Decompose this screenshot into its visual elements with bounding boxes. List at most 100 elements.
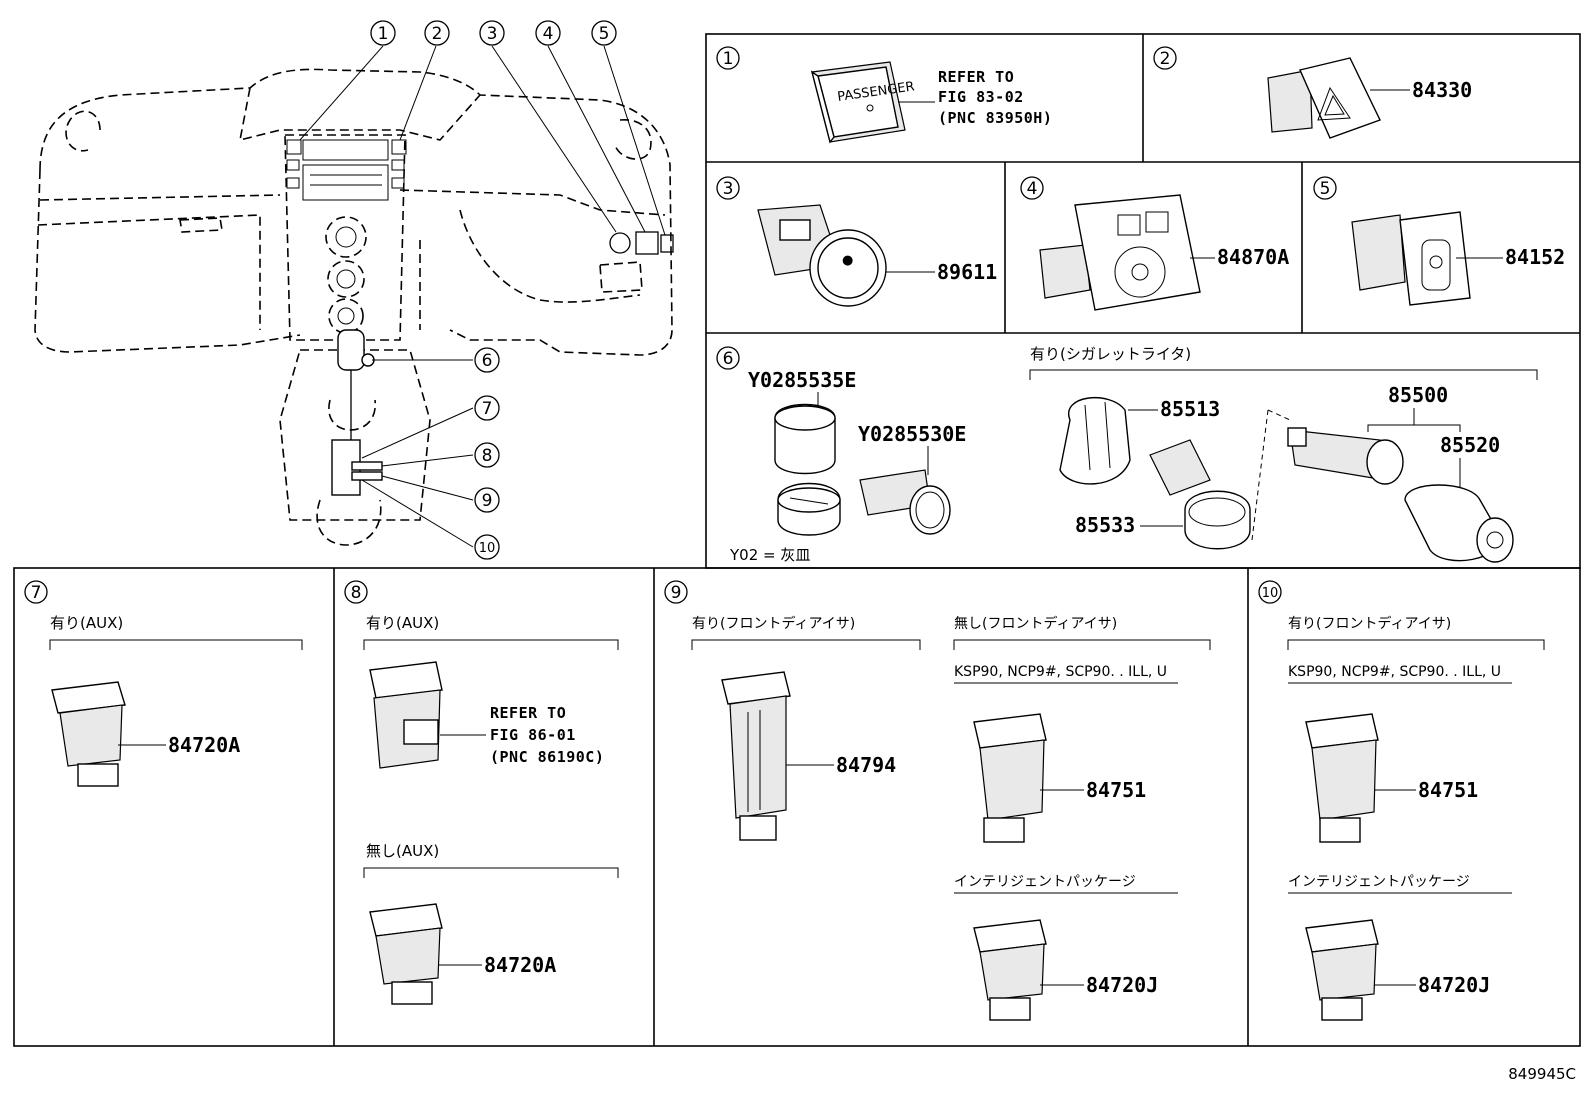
svg-text:5: 5 [599,24,610,44]
panel-9: 9 有り(フロントディアイサ) 84794 無し(フロントディアイサ) KSP9… [664,580,1211,1021]
svg-text:6: 6 [723,349,734,369]
panel-1: 1 PASSENGER REFER TO FIG 83-02 (PNC 8395… [716,46,1052,144]
svg-text:有り(AUX): 有り(AUX) [366,614,439,632]
panel-3: 3 ● 89611 [716,176,997,307]
lighter-holder-icon [1059,397,1131,485]
lighter-sleeve-icon [1149,439,1251,550]
callout-4: 4 [535,20,561,46]
intelligent-package-switch-icon-2 [1305,919,1379,1021]
svg-text:REFER TO: REFER TO [490,704,566,722]
deicer-blank-switch-icon-2 [1305,713,1379,843]
callout-9: 9 [474,487,500,513]
svg-text:Y0285535E: Y0285535E [748,368,856,392]
svg-text:2: 2 [1160,49,1171,69]
socket-icon [859,469,951,535]
svg-text:FIG 83-02: FIG 83-02 [938,88,1024,106]
intelligent-package-switch-icon [973,919,1047,1021]
deicer-blank-switch-icon [973,713,1047,843]
svg-text:10: 10 [479,541,496,556]
svg-text:Y0285530E: Y0285530E [858,422,966,446]
svg-text:3: 3 [723,179,734,199]
start-button-icon: ● [757,204,887,307]
ashtray-icon [774,403,841,536]
svg-text:FIG 86-01: FIG 86-01 [490,726,576,744]
panel-10: 10 有り(フロントディアイサ) KSP90, NCP9#, SCP90. . … [1258,580,1545,1021]
blank-switch-icon [369,903,443,1005]
svg-text:●: ● [842,253,853,268]
callout-1: 1 [370,20,396,46]
svg-text:1: 1 [723,49,734,69]
svg-text:有り(シガレットライタ): 有り(シガレットライタ) [1030,345,1191,363]
svg-text:85520: 85520 [1440,433,1500,457]
svg-text:インテリジェントパッケージ: インテリジェントパッケージ [1288,874,1470,890]
svg-text:有り(AUX): 有り(AUX) [50,614,123,632]
overview-leaders [299,45,666,548]
overview-callouts: 1 2 3 4 5 6 7 8 9 10 [370,20,617,560]
svg-text:Y02 = 灰皿: Y02 = 灰皿 [729,546,810,564]
panel-2: 2 84330 [1153,46,1472,139]
svg-text:84720J: 84720J [1086,973,1158,997]
panel-frames [13,33,1581,1047]
headlight-leveling-switch-icon [1351,211,1471,306]
callout-2: 2 [424,20,450,46]
svg-text:5: 5 [1320,179,1331,199]
svg-text:84720J: 84720J [1418,973,1490,997]
callout-7: 7 [474,395,500,421]
svg-text:84870A: 84870A [1217,245,1289,269]
svg-text:9: 9 [671,583,682,603]
callout-8: 8 [474,442,500,468]
svg-text:2: 2 [432,24,443,44]
dashboard-overview [34,68,674,546]
hazard-switch-icon [1267,57,1381,139]
lighter-plug-icon [1404,484,1514,563]
svg-text:85500: 85500 [1388,383,1448,407]
svg-text:84794: 84794 [836,753,896,777]
svg-text:85533: 85533 [1075,513,1135,537]
svg-text:無し(AUX): 無し(AUX) [366,842,439,860]
svg-text:84751: 84751 [1418,778,1478,802]
svg-text:8: 8 [351,583,362,603]
svg-text:8: 8 [482,446,493,466]
svg-text:84720A: 84720A [168,733,240,757]
svg-text:4: 4 [543,24,554,44]
figure-code: 849945C [1508,1065,1576,1083]
svg-text:9: 9 [482,491,493,511]
svg-text:7: 7 [31,583,42,603]
callout-3: 3 [479,20,505,46]
svg-text:6: 6 [482,351,493,371]
svg-text:3: 3 [487,24,498,44]
svg-text:89611: 89611 [937,260,997,284]
svg-text:1: 1 [378,24,389,44]
svg-text:7: 7 [482,399,493,419]
svg-text:84152: 84152 [1505,245,1565,269]
aux-switch-icon [51,681,126,787]
svg-text:(PNC 83950H): (PNC 83950H) [938,109,1052,127]
panel-5: 5 84152 [1313,176,1565,306]
svg-text:10: 10 [1262,586,1279,601]
svg-text:インテリジェントパッケージ: インテリジェントパッケージ [954,874,1136,890]
callout-10: 10 [474,534,500,560]
callout-6: 6 [474,347,500,373]
svg-text:REFER TO: REFER TO [938,68,1014,86]
panel-7: 7 有り(AUX) 84720A [24,580,303,787]
panel-4: 4 84870A [1020,176,1289,311]
svg-text:84751: 84751 [1086,778,1146,802]
panel-8: 8 有り(AUX) REFER TO FIG 86-01 (PNC 86190C… [344,580,619,1005]
aux-jack-switch-icon [369,661,443,769]
svg-text:(PNC 86190C): (PNC 86190C) [490,748,604,766]
mirror-switch-icon [1039,194,1201,311]
svg-text:有り(フロントディアイサ): 有り(フロントディアイサ) [1288,615,1451,632]
svg-text:KSP90, NCP9#, SCP90. . ILL, U: KSP90, NCP9#, SCP90. . ILL, U [954,664,1167,680]
deicer-switch-icon [721,671,791,841]
svg-text:KSP90, NCP9#, SCP90. . ILL, U: KSP90, NCP9#, SCP90. . ILL, U [1288,664,1501,680]
svg-text:無し(フロントディアイサ): 無し(フロントディアイサ) [954,615,1117,632]
panel-6: 6 Y0285535E Y0285530E Y02 = 灰皿 有り(シガレットラ… [716,345,1538,564]
callout-5: 5 [591,20,617,46]
svg-text:85513: 85513 [1160,397,1220,421]
passenger-switch-icon: PASSENGER [810,61,915,144]
svg-text:84330: 84330 [1412,78,1472,102]
svg-text:4: 4 [1027,179,1038,199]
lighter-socket-icon [1287,427,1404,485]
svg-text:有り(フロントディアイサ): 有り(フロントディアイサ) [692,615,855,632]
